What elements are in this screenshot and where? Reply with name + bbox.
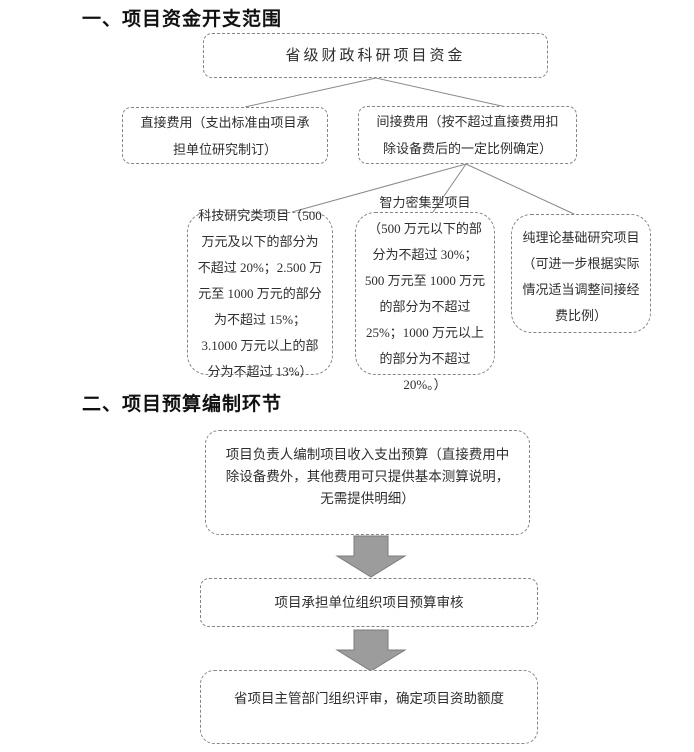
pure-theory-box: 纯理论基础研究项目（可进一步根据实际情况适当调整间接经费比例） [511, 214, 651, 333]
intelligence-intensive-box: 智力密集型项目（500 万元以下的部分为不超过 30%；500 万元至 1000… [355, 195, 495, 392]
section2-heading: 二、项目预算编制环节 [82, 394, 283, 415]
budget-step2-label: 项目承担单位组织项目预算审核 [274, 594, 464, 610]
budget-step1-label: 项目负责人编制项目收入支出预算（直接费用中除设备费外，其他费用可只提供基本测算说… [225, 447, 510, 506]
tech-research-label: 科技研究类项目（500 万元及以下的部分为不超过 20%；2.500 万元至 1… [197, 207, 323, 379]
budget-step1-box: 项目负责人编制项目收入支出预算（直接费用中除设备费外，其他费用可只提供基本测算说… [205, 430, 530, 535]
indirect-cost-box: 间接费用（按不超过直接费用扣除设备费后的一定比例确定） [358, 106, 577, 164]
section1-heading: 一、项目资金开支范围 [82, 9, 283, 30]
pure-theory-label: 纯理论基础研究项目（可进一步根据实际情况适当调整间接经费比例） [522, 230, 640, 323]
budget-step3-box: 省项目主管部门组织评审，确定项目资助额度 [200, 670, 538, 744]
intelligence-intensive-label: 智力密集型项目（500 万元以下的部分为不超过 30%；500 万元至 1000… [364, 194, 486, 392]
tech-research-box: 科技研究类项目（500 万元及以下的部分为不超过 20%；2.500 万元至 1… [187, 208, 333, 379]
budget-step2-box: 项目承担单位组织项目预算审核 [200, 578, 538, 627]
budget-step3-label: 省项目主管部门组织评审，确定项目资助额度 [234, 691, 504, 706]
root-funding-label: 省级财政科研项目资金 [285, 47, 466, 64]
down-arrow-icon [335, 535, 407, 578]
root-funding-box: 省级财政科研项目资金 [203, 33, 548, 78]
down-arrow-icon [335, 629, 407, 672]
indirect-cost-label: 间接费用（按不超过直接费用扣除设备费后的一定比例确定） [376, 114, 559, 156]
direct-cost-label: 直接费用（支出标准由项目承担单位研究制订） [140, 114, 310, 157]
direct-cost-box: 直接费用（支出标准由项目承担单位研究制订） [122, 107, 328, 164]
